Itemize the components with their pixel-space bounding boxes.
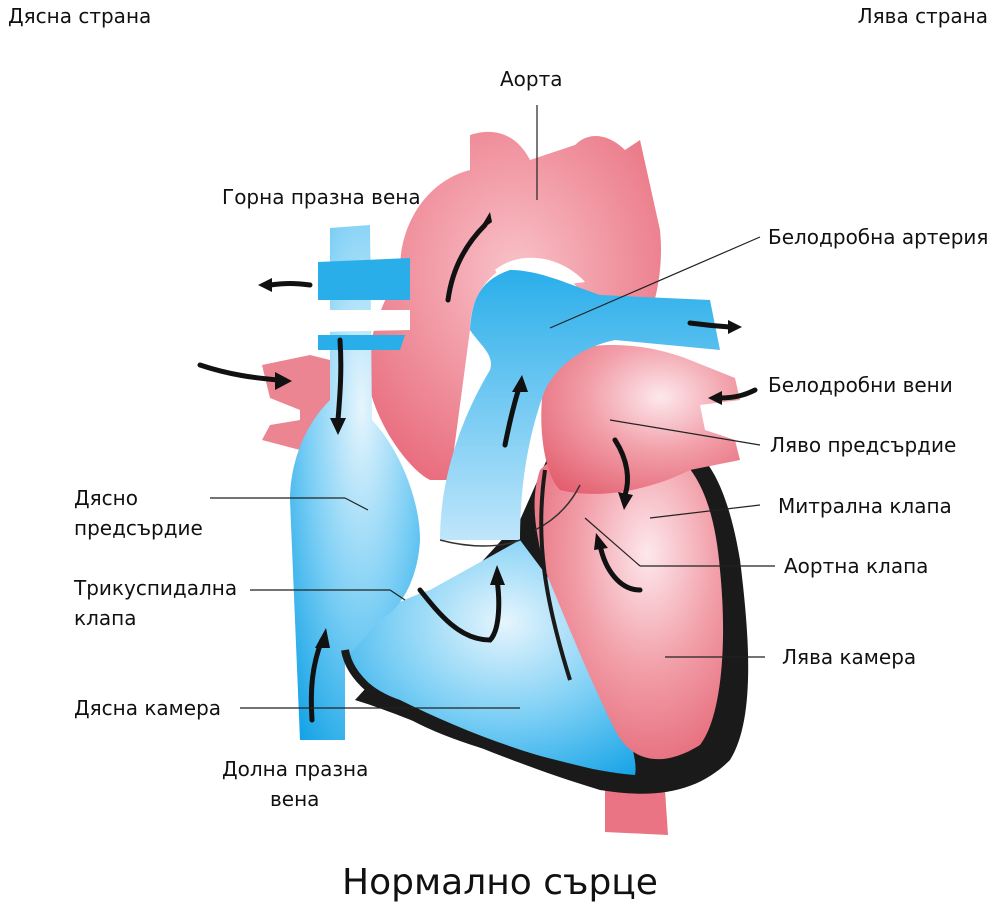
arrow-ra-to-rv bbox=[417, 577, 502, 643]
descending-aorta bbox=[605, 790, 668, 835]
right-side-label: Дясна страна bbox=[8, 4, 152, 28]
interventricular-septum bbox=[539, 469, 572, 681]
label-aortic-valve: Аортна клапа bbox=[784, 554, 929, 578]
arrow-heads bbox=[258, 212, 742, 648]
arrow-pa-out bbox=[687, 320, 733, 330]
arrow-pv-in-left bbox=[197, 362, 281, 383]
label-aorta: Аорта bbox=[500, 67, 563, 91]
pulmonary-artery bbox=[440, 270, 720, 540]
aorta-arch bbox=[368, 131, 661, 480]
leader-lines bbox=[210, 105, 775, 709]
arrow-svc-out bbox=[267, 281, 313, 288]
label-tricuspid-line1: Трикуспидална bbox=[74, 576, 238, 600]
leader-left-atrium bbox=[609, 419, 761, 446]
arrow-lv-out bbox=[597, 542, 643, 593]
label-pulmonary-artery: Белодробна артерия bbox=[768, 225, 989, 249]
label-left-atrium: Ляво предсърдие bbox=[770, 433, 957, 457]
leader-aortic-valve-b bbox=[584, 517, 641, 567]
svc-branch-upper bbox=[318, 258, 410, 300]
svc-branch-2 bbox=[318, 335, 405, 350]
label-mitral-valve: Митрална клапа bbox=[778, 494, 952, 518]
left-ventricle bbox=[534, 444, 724, 760]
label-tricuspid-line2: клапа bbox=[74, 606, 137, 630]
label-ivc-line1: Долна празна bbox=[222, 757, 369, 781]
svc-branch-lower bbox=[318, 310, 410, 332]
arrow-pv-in-right bbox=[717, 387, 758, 401]
diagram-title: Нормално сърце bbox=[342, 862, 658, 903]
leader-tricuspid-b bbox=[389, 589, 406, 601]
label-pulmonary-veins: Белодробни вени bbox=[768, 373, 953, 397]
leader-pulmonary-artery bbox=[549, 236, 761, 329]
right-ventricle-wall bbox=[341, 649, 601, 779]
label-right-atrium-line2: предсърдие bbox=[74, 516, 203, 540]
arrow-svc-down bbox=[335, 337, 344, 423]
superior-vena-cava bbox=[290, 225, 420, 740]
leader-right-atrium-b bbox=[344, 497, 369, 511]
left-side-label: Лява страна bbox=[857, 4, 988, 28]
pulmonary-valve-line bbox=[439, 539, 521, 547]
arrow-la-down bbox=[612, 437, 630, 498]
leader-mitral bbox=[649, 504, 761, 519]
label-right-atrium-line1: Дясно bbox=[74, 486, 138, 510]
left-atrium bbox=[541, 345, 740, 494]
label-right-ventricle: Дясна камера bbox=[74, 696, 222, 720]
arrow-aorta-up bbox=[445, 222, 488, 303]
label-left-ventricle: Лява камера bbox=[782, 645, 917, 669]
label-svc: Горна празна вена bbox=[222, 185, 421, 209]
label-ivc-line2: вена bbox=[270, 787, 320, 811]
